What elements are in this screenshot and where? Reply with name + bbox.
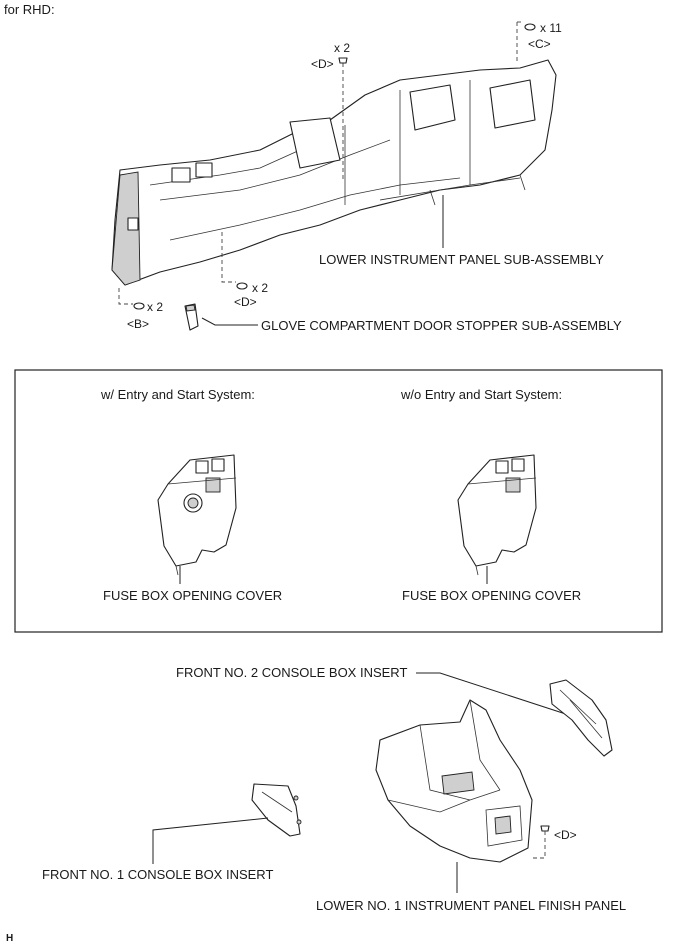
fuse-cover-without-label: FUSE BOX OPENING COVER — [402, 588, 581, 603]
lower-finish-panel-label: LOWER NO. 1 INSTRUMENT PANEL FINISH PANE… — [316, 898, 626, 913]
glove-stopper-label: GLOVE COMPARTMENT DOOR STOPPER SUB-ASSEM… — [261, 318, 622, 333]
top-d-qty: x 2 — [334, 41, 350, 55]
fuse-box-cover-without-entry-drawing — [457, 454, 537, 576]
figure-code: H — [6, 933, 13, 944]
front-no2-insert-label: FRONT NO. 2 CONSOLE BOX INSERT — [176, 665, 407, 680]
top-d-bolt-callout: x 2 <D> — [311, 41, 350, 180]
glove-door-stopper-drawing — [184, 303, 199, 331]
top-c-qty: x 11 — [540, 21, 562, 35]
top-d-ref: <D> — [311, 57, 334, 71]
variant-box — [14, 369, 663, 633]
top-c-clip-callout: x 11 <C> — [516, 21, 562, 62]
front-no2-leader — [416, 672, 579, 719]
front-no1-leader — [152, 817, 269, 864]
variant-label: for RHD: — [4, 2, 55, 17]
lower-finish-panel-drawing — [375, 699, 533, 863]
mid-d-bolt-callout: x 2 <D> — [221, 232, 268, 309]
lower-instrument-panel-drawing — [111, 59, 557, 286]
front-no1-insert-drawing — [251, 783, 302, 837]
fuse-cover-with-label: FUSE BOX OPENING COVER — [103, 588, 282, 603]
console-d-ref: <D> — [554, 828, 577, 842]
left-b-ref: <B> — [127, 317, 149, 331]
left-b-clip-callout: x 2 <B> — [118, 288, 163, 331]
left-b-qty: x 2 — [147, 300, 163, 314]
mid-d-ref: <D> — [234, 295, 257, 309]
front-no1-insert-label: FRONT NO. 1 CONSOLE BOX INSERT — [42, 867, 273, 882]
console-d-bolt-callout: <D> — [530, 825, 577, 859]
without-entry-title: w/o Entry and Start System: — [400, 387, 562, 402]
lower-instrument-panel-label: LOWER INSTRUMENT PANEL SUB-ASSEMBLY — [319, 252, 604, 267]
glove-stopper-leader — [201, 317, 258, 326]
fuse-box-cover-with-entry-drawing — [157, 454, 237, 576]
with-entry-title: w/ Entry and Start System: — [100, 387, 255, 402]
top-c-ref: <C> — [528, 37, 551, 51]
front-no2-insert-drawing — [549, 679, 613, 757]
mid-d-qty: x 2 — [252, 281, 268, 295]
